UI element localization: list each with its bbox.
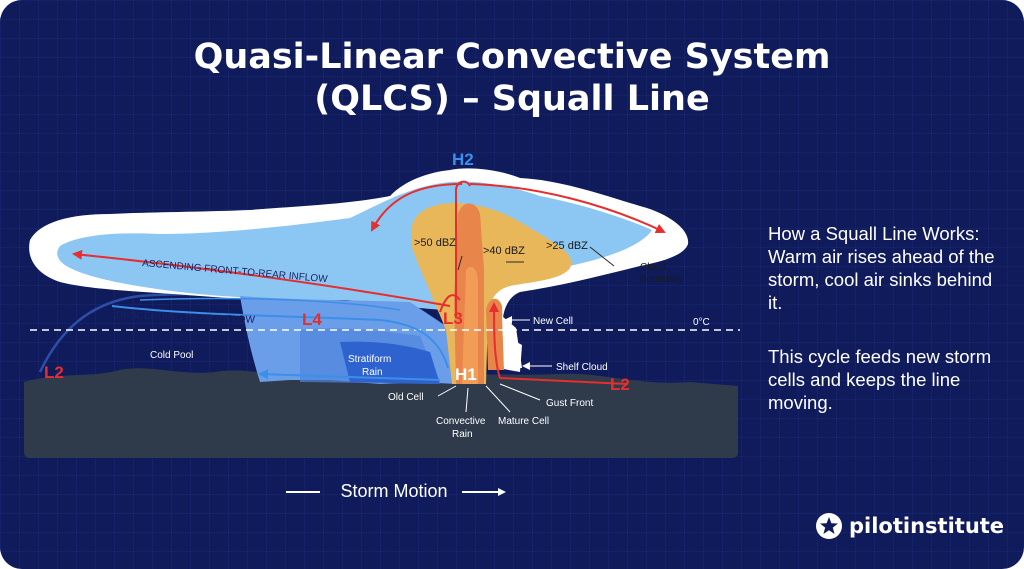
label-mature-cell: Mature Cell xyxy=(498,416,549,427)
stratiform-core xyxy=(340,341,440,384)
reflectivity-25-region xyxy=(412,202,572,384)
page-title-line-2: (QLCS) – Squall Line xyxy=(314,79,710,119)
shelf-cloud xyxy=(502,316,522,368)
label-gust-front: Gust Front xyxy=(546,398,593,409)
explanation-paragraph-1: How a Squall Line Works: Warm air rises … xyxy=(768,223,995,313)
explanation-paragraph-2: This cycle feeds new storm cells and kee… xyxy=(768,346,992,413)
label-cloud-boundary: Cloud xyxy=(640,262,666,273)
inflow-arrow xyxy=(489,302,629,385)
updraft-arrow xyxy=(455,180,471,318)
label-h1: H1 xyxy=(455,365,477,384)
label-l2-left: L2 xyxy=(44,363,64,382)
brand-logo: pilotinstitute xyxy=(815,510,1004,542)
label-descending-inflow: DESCENDING REAR INFLOW xyxy=(116,310,256,326)
brand-name: pilotinstitute xyxy=(849,514,1005,538)
cold-pool-outflow-arrow xyxy=(258,369,441,381)
top-left-flow-arrow xyxy=(371,183,463,232)
label-l4: L4 xyxy=(302,310,322,329)
label-cold-pool: Cold Pool xyxy=(150,350,193,361)
ascending-front-to-rear-arrow xyxy=(72,249,451,307)
ground xyxy=(24,368,738,458)
label-old-cell: Old Cell xyxy=(388,392,424,403)
top-right-flow-arrow xyxy=(469,183,666,234)
label-shelf-cloud: Shelf Cloud xyxy=(556,362,608,373)
label-convective-rain: Convective xyxy=(436,416,486,427)
rear-inflow-curve xyxy=(139,297,401,311)
label-l2-right: L2 xyxy=(610,375,630,394)
storm-motion-label: Storm Motion xyxy=(340,481,448,501)
page-title-line-1: Quasi-Linear Convective System xyxy=(193,37,831,77)
label-freezing: 0°C xyxy=(693,317,710,328)
descending-rear-inflow-arrow xyxy=(111,305,449,369)
label-dbz25: >25 dBZ xyxy=(546,240,588,252)
label-cloud-boundary-2: Boundary xyxy=(640,274,683,285)
label-new-cell: New Cell xyxy=(533,316,573,327)
label-stratiform-rain-2: Rain xyxy=(362,367,383,378)
label-dbz50: >50 dBZ xyxy=(414,237,456,249)
label-stratiform-rain: Stratiform xyxy=(348,354,391,365)
l3-loop-arrow xyxy=(439,294,461,313)
label-h2: H2 xyxy=(452,150,474,169)
label-convective-rain-2: Rain xyxy=(452,429,473,440)
star-badge-icon xyxy=(816,513,842,539)
label-dbz40: >40 dBZ xyxy=(483,245,525,257)
label-l3: L3 xyxy=(443,309,463,328)
